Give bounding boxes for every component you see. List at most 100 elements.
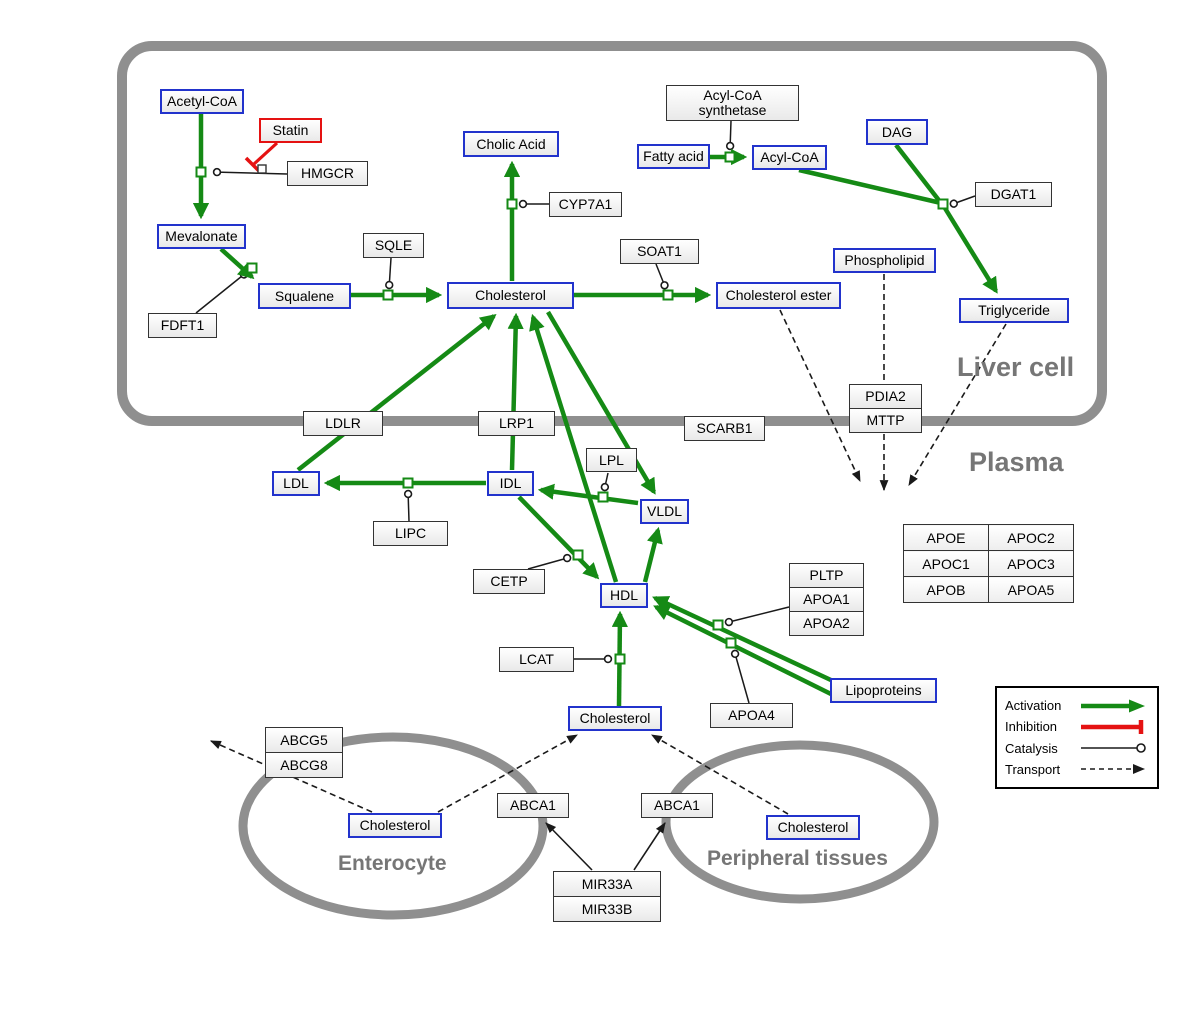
- apo-cell[interactable]: APOC3: [988, 550, 1074, 577]
- node-dag[interactable]: DAG: [866, 119, 928, 145]
- node-cholesterol-peripheral[interactable]: Cholesterol: [766, 815, 860, 840]
- legend-inhibition-label: Inhibition: [1005, 719, 1058, 735]
- arrow-idl-hdl: [517, 495, 600, 580]
- node-cetp[interactable]: CETP: [473, 569, 545, 594]
- node-fdft1[interactable]: FDFT1: [148, 313, 217, 338]
- arrow-hdl-cholesterol: [529, 313, 619, 583]
- node-fatty-acid[interactable]: Fatty acid: [637, 144, 710, 169]
- transport-enterocyte-cholesterol-plasma: [437, 734, 578, 813]
- table-row: APOB APOA5: [903, 576, 1074, 603]
- legend-row-inhibition: Inhibition: [1005, 716, 1149, 737]
- apolipoprotein-table: APOE APOC2 APOC1 APOC3 APOB APOA5: [903, 524, 1074, 603]
- node-lipc[interactable]: LIPC: [373, 521, 448, 546]
- node-mir33b[interactable]: MIR33B: [553, 896, 661, 922]
- catalysis-pltp-apoa: [724, 606, 790, 627]
- legend-row-transport: Transport: [1005, 759, 1149, 780]
- node-lipoproteins[interactable]: Lipoproteins: [830, 678, 937, 703]
- catalysis-hmgcr: [212, 167, 288, 177]
- node-mir33a[interactable]: MIR33A: [553, 871, 661, 897]
- arrow-ldl-cholesterol: [296, 313, 497, 472]
- node-acyl-coa-synthetase[interactable]: Acyl-CoA synthetase: [666, 85, 799, 121]
- node-mttp[interactable]: MTTP: [849, 408, 922, 433]
- node-dgat1[interactable]: DGAT1: [975, 182, 1052, 207]
- catalysis-circle-icon: [1081, 743, 1146, 753]
- inhibition-statin-hmgcr: [252, 141, 279, 166]
- node-abca1-left[interactable]: ABCA1: [497, 793, 569, 818]
- node-pltp[interactable]: PLTP: [789, 563, 864, 588]
- node-pdia2[interactable]: PDIA2: [849, 384, 922, 409]
- node-cholesterol-plasma[interactable]: Cholesterol: [568, 706, 662, 731]
- node-abcg8[interactable]: ABCG8: [265, 752, 343, 778]
- catalysis-sqle: [385, 257, 394, 290]
- node-ldlr[interactable]: LDLR: [303, 411, 383, 436]
- node-mevalonate[interactable]: Mevalonate: [157, 224, 246, 249]
- node-scarb1[interactable]: SCARB1: [684, 416, 765, 441]
- table-row: APOE APOC2: [903, 524, 1074, 551]
- catalysis-dgat1: [949, 195, 976, 208]
- node-cyp7a1[interactable]: CYP7A1: [549, 192, 622, 217]
- arrow-acylcoa-junction: [798, 167, 942, 206]
- node-cholesterol-ester[interactable]: Cholesterol ester: [716, 282, 841, 309]
- node-phospholipid[interactable]: Phospholipid: [833, 248, 936, 273]
- node-cholesterol-enterocyte[interactable]: Cholesterol: [348, 813, 442, 838]
- legend-transport-label: Transport: [1005, 761, 1061, 777]
- table-row: APOC1 APOC3: [903, 550, 1074, 577]
- node-hdl[interactable]: HDL: [600, 583, 648, 608]
- liver-cell-label: Liver cell: [957, 352, 1075, 382]
- node-idl[interactable]: IDL: [487, 471, 534, 496]
- arrow-lipoproteins-hdl-lower: [653, 604, 839, 700]
- inhibition-tbar-icon: [1081, 719, 1144, 734]
- apo-cell[interactable]: APOB: [903, 576, 989, 603]
- arrow-lipoproteins-hdl-upper: [652, 595, 834, 684]
- arrow-dag-junction: [894, 143, 943, 205]
- catalysis-lpl: [600, 472, 610, 492]
- node-abcg5[interactable]: ABCG5: [265, 727, 343, 753]
- apo-cell[interactable]: APOC1: [903, 550, 989, 577]
- activation-arrow-icon: [1081, 699, 1145, 712]
- node-apoa4[interactable]: APOA4: [710, 703, 793, 728]
- compartment-outlines: [117, 41, 1107, 920]
- node-lpl[interactable]: LPL: [586, 448, 637, 472]
- catalysis-lipc: [403, 489, 413, 522]
- arrow-vldl-idl: [537, 483, 639, 506]
- node-acetyl-coa[interactable]: Acetyl-CoA: [160, 89, 244, 114]
- node-lcat[interactable]: LCAT: [499, 647, 574, 672]
- node-ldl[interactable]: LDL: [272, 471, 320, 496]
- enterocyte-label: Enterocyte: [338, 852, 447, 875]
- arrow-mir33-abca1-right: [633, 822, 666, 871]
- node-cholic-acid[interactable]: Cholic Acid: [463, 131, 559, 157]
- node-triglyceride[interactable]: Triglyceride: [959, 298, 1069, 323]
- transport-arrows: [209, 274, 1007, 815]
- arrow-idl-cholesterol: [507, 312, 524, 471]
- node-sqle[interactable]: SQLE: [363, 233, 424, 258]
- node-acyl-coa[interactable]: Acyl-CoA: [752, 145, 827, 170]
- legend-row-activation: Activation: [1005, 695, 1149, 716]
- node-cholesterol-liver[interactable]: Cholesterol: [447, 282, 574, 309]
- node-hmgcr[interactable]: HMGCR: [287, 161, 368, 186]
- node-statin[interactable]: Statin: [259, 118, 322, 143]
- plasma-label: Plasma: [969, 447, 1064, 477]
- node-lrp1[interactable]: LRP1: [478, 411, 555, 436]
- node-soat1[interactable]: SOAT1: [620, 239, 699, 264]
- node-abca1-right[interactable]: ABCA1: [641, 793, 713, 818]
- apo-cell[interactable]: APOE: [903, 524, 989, 551]
- arrow-hdl-vldl: [642, 526, 663, 583]
- arrow-mir33-abca1-left: [545, 822, 593, 871]
- legend-activation-label: Activation: [1005, 698, 1062, 713]
- arrow-junction-triglyceride: [941, 203, 998, 294]
- node-vldl[interactable]: VLDL: [640, 499, 689, 524]
- catalysis-cetp: [527, 553, 572, 570]
- node-squalene[interactable]: Squalene: [258, 283, 351, 309]
- transport-peripheral-cholesterol-plasma: [651, 734, 789, 815]
- legend-row-catalysis: Catalysis: [1005, 738, 1149, 759]
- apo-cell[interactable]: APOC2: [988, 524, 1074, 551]
- activation-arrows: [192, 114, 998, 707]
- node-apoa1[interactable]: APOA1: [789, 587, 864, 612]
- catalysis-apoa4: [730, 649, 750, 704]
- catalysis-acylcoa-synthetase: [725, 120, 735, 151]
- node-apoa2[interactable]: APOA2: [789, 611, 864, 636]
- statin-anchor-node: [257, 164, 267, 174]
- legend-catalysis-label: Catalysis: [1005, 740, 1058, 756]
- apo-cell[interactable]: APOA5: [988, 576, 1074, 603]
